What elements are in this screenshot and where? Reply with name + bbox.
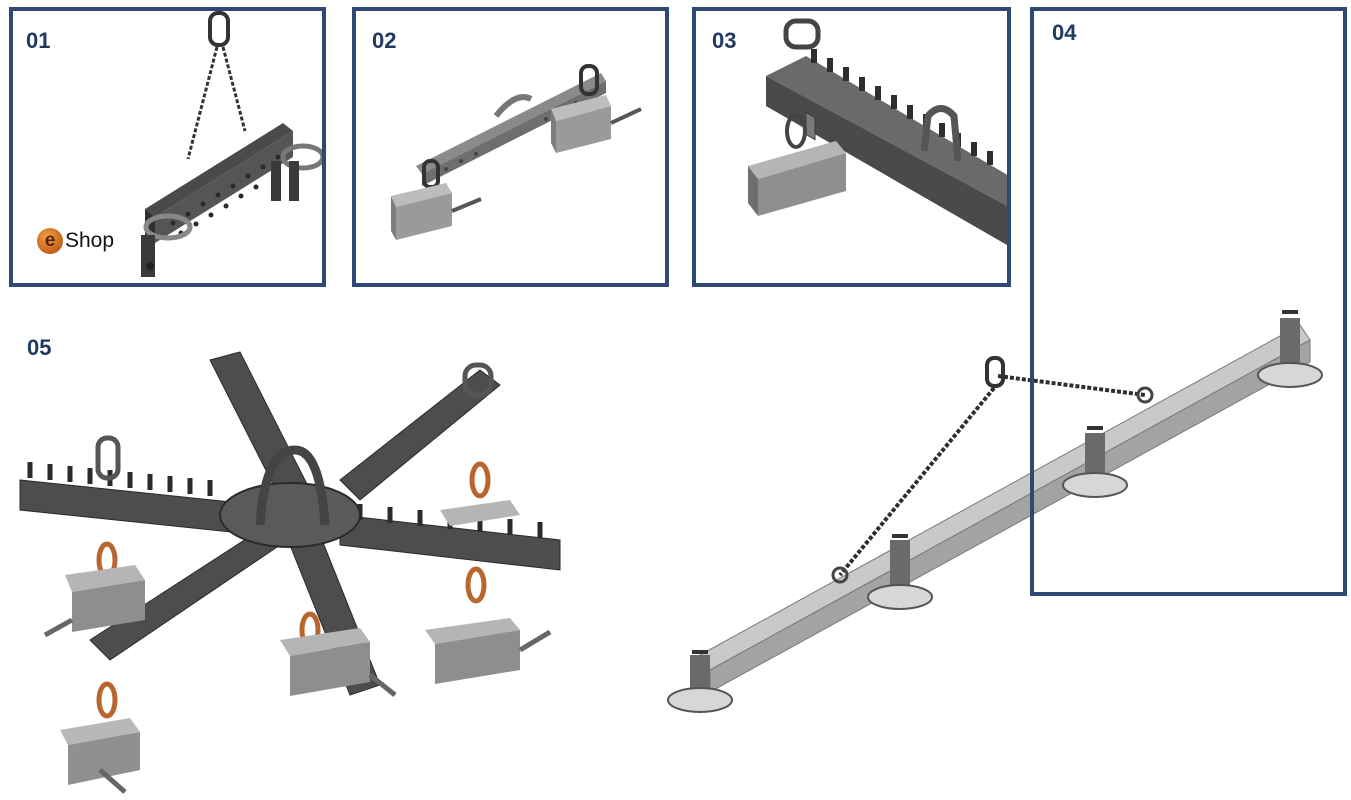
eshop-e-icon: e [37, 228, 63, 254]
radial-beam-illustration [19, 351, 561, 794]
panel-number-01: 01 [26, 28, 51, 53]
vacuum-beam-illustration [667, 310, 1323, 713]
panel-number-03: 03 [712, 28, 737, 53]
beam-sling-illustration [141, 11, 322, 277]
panel-03 [692, 7, 1011, 287]
panel-02 [352, 7, 669, 287]
panel-number-04: 04 [1052, 20, 1077, 45]
toothed-beam-illustration [748, 18, 1007, 246]
eshop-link[interactable]: e Shop [37, 228, 114, 254]
spreader-magnets-illustration [391, 64, 642, 240]
panel-number-02: 02 [372, 28, 397, 53]
eshop-label: Shop [65, 229, 115, 252]
panel-04-highlight-frame [1030, 7, 1347, 596]
panel-number-05: 05 [27, 335, 52, 360]
